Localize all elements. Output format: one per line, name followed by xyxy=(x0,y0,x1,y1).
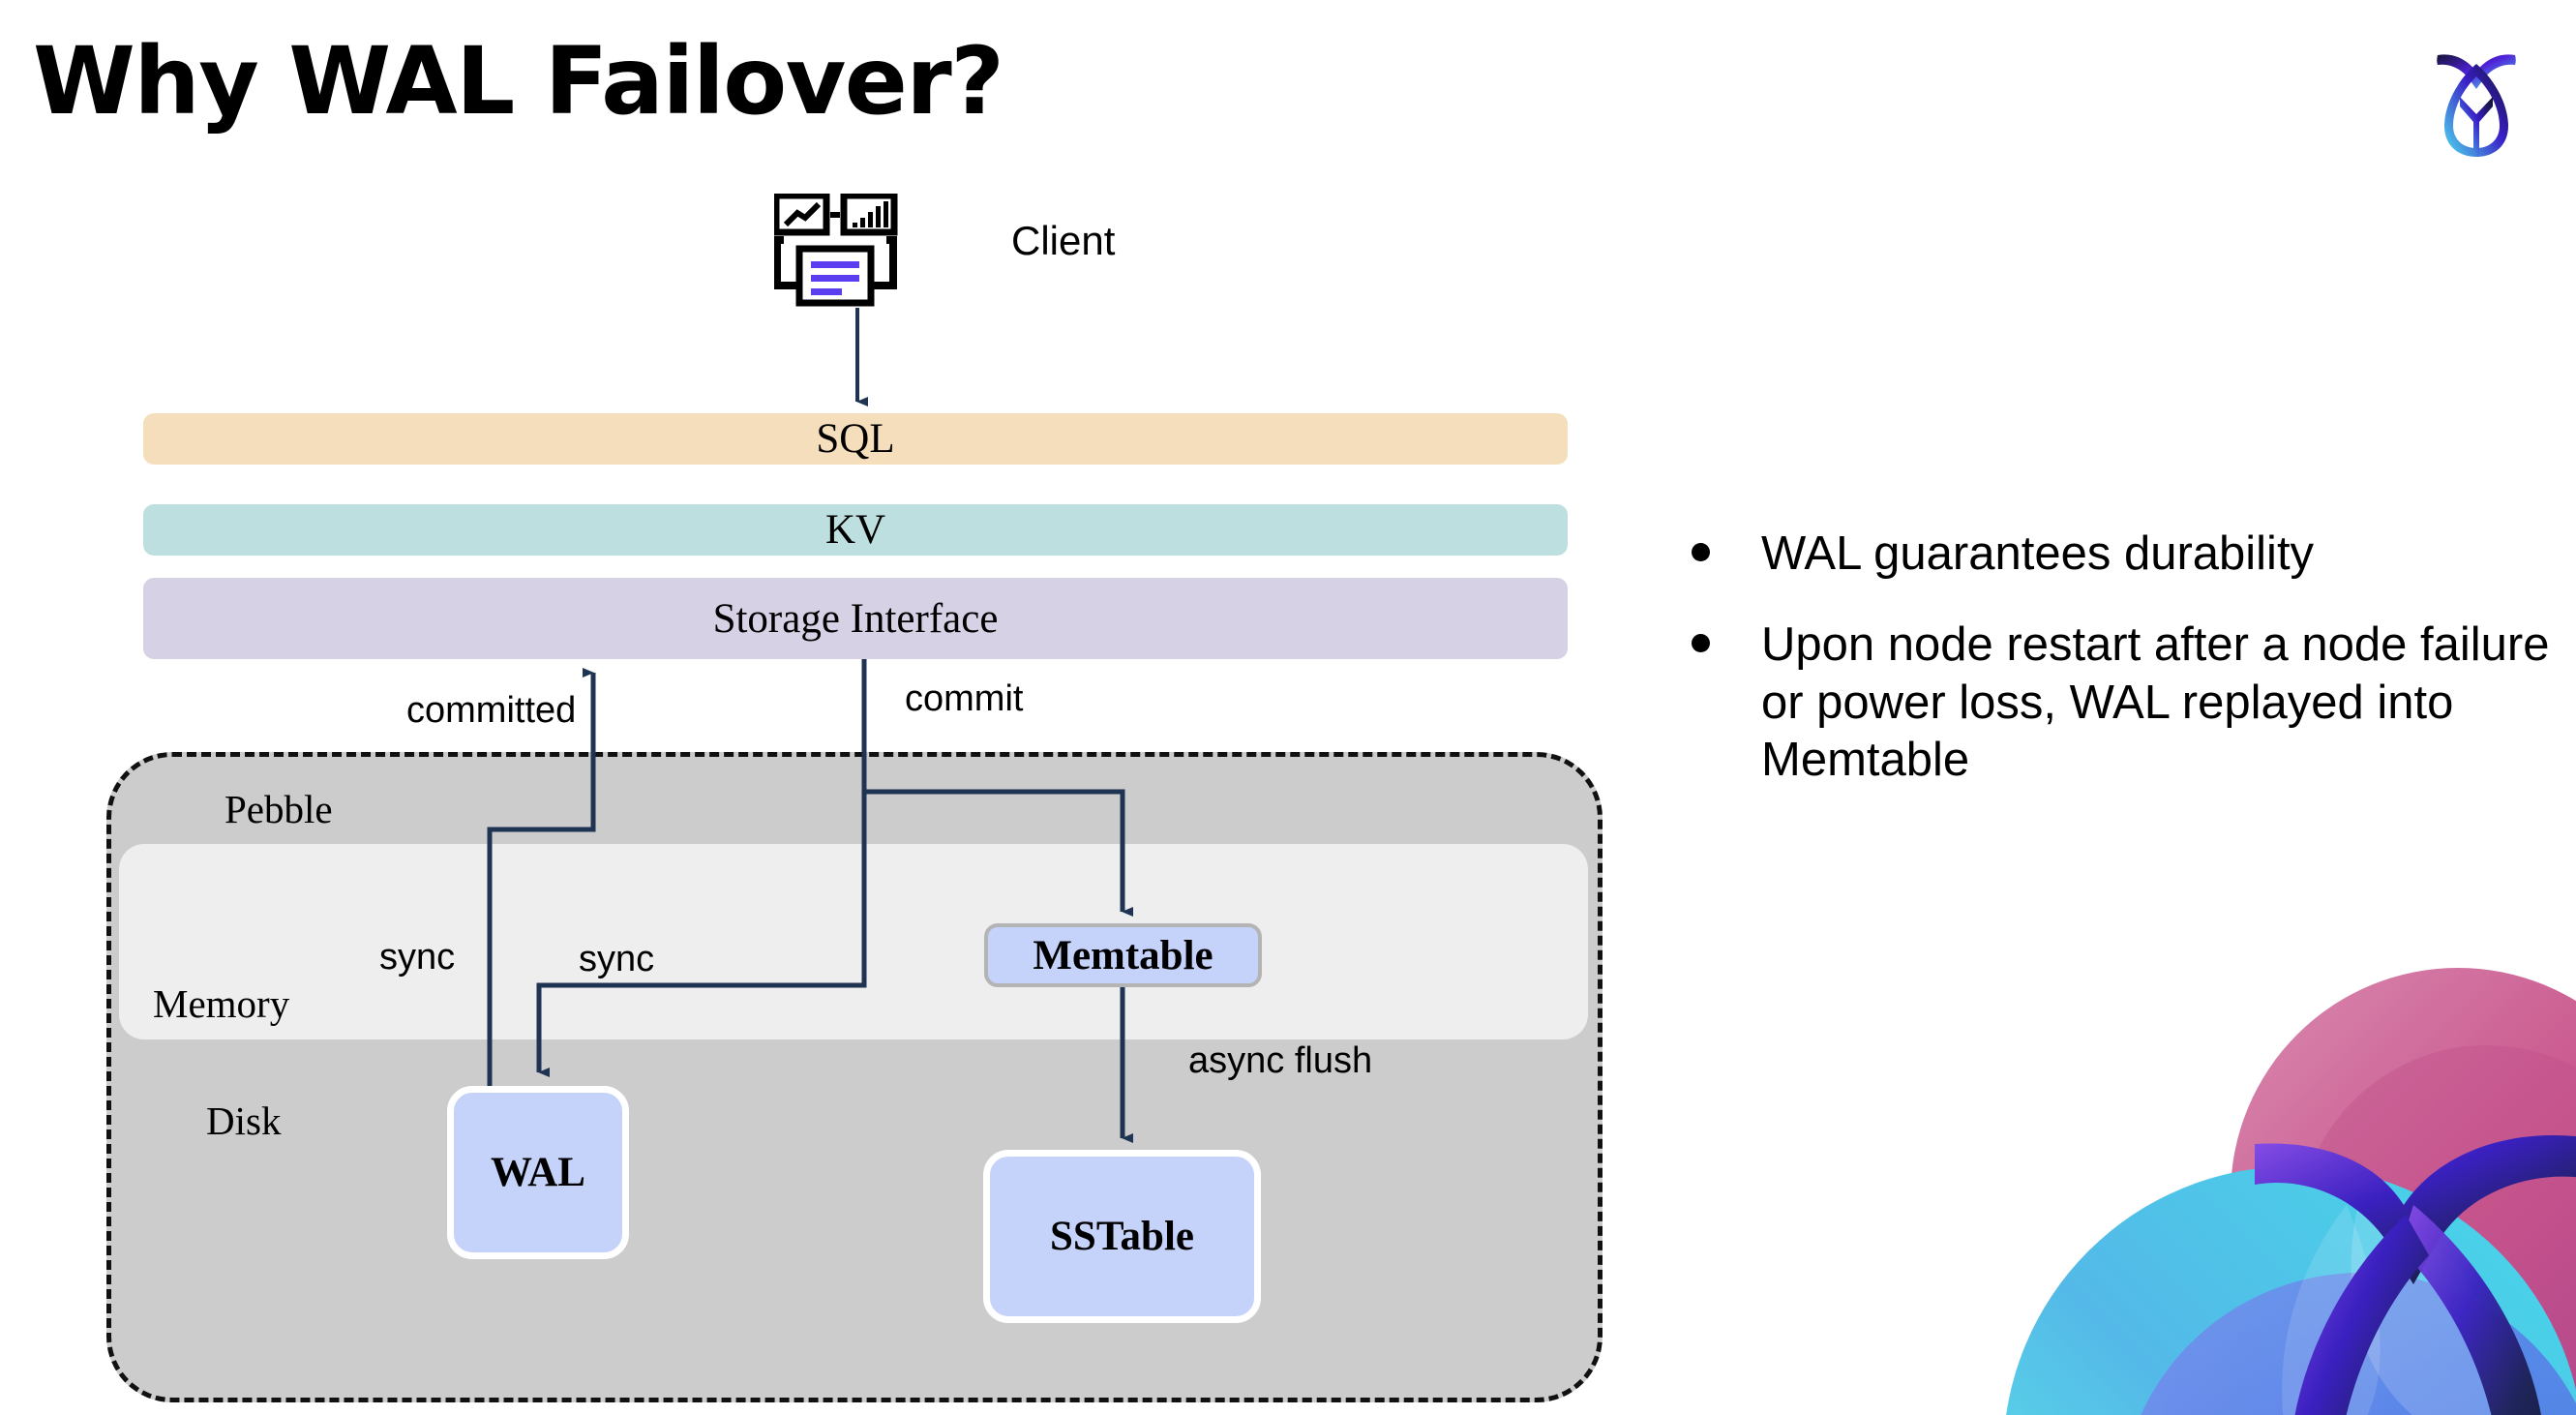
node-label-wal: WAL xyxy=(491,1150,585,1195)
edge-label-async-flush: async flush xyxy=(1188,1040,1373,1081)
pebble-label: Pebble xyxy=(225,787,333,831)
node-memtable: Memtable xyxy=(984,923,1262,987)
memory-label: Memory xyxy=(153,981,290,1026)
layer-bar-sql: SQL xyxy=(143,413,1568,465)
edge-commit-to-wal xyxy=(536,659,867,1077)
edge-label-commit: commit xyxy=(905,678,1024,719)
layer-label-sql: SQL xyxy=(816,416,895,462)
cockroachdb-logo-icon xyxy=(2437,54,2516,157)
node-wal: WAL xyxy=(447,1086,629,1259)
list-item: WAL guarantees durability xyxy=(1692,526,2562,584)
layer-label-kv: KV xyxy=(824,507,886,553)
disk-label: Disk xyxy=(206,1099,282,1143)
node-sstable: SSTable xyxy=(983,1150,1261,1323)
list-item: Upon node restart after a node failure o… xyxy=(1692,617,2562,790)
bullet-dot-icon xyxy=(1692,633,1710,652)
node-label-memtable: Memtable xyxy=(1033,932,1213,978)
client-dashboard-icon xyxy=(774,194,898,307)
memory-band xyxy=(119,844,1588,1039)
layer-bar-storage-interface: Storage Interface xyxy=(143,578,1568,659)
edge-label-committed: committed xyxy=(406,690,577,731)
edge-label-sync-right: sync xyxy=(579,939,655,979)
bullet-text: Upon node restart after a node failure o… xyxy=(1761,617,2550,787)
layer-bar-kv: KV xyxy=(143,504,1568,556)
edge-label-sync-left: sync xyxy=(379,937,456,978)
edge-committed xyxy=(487,668,596,1086)
bullet-dot-icon xyxy=(1692,543,1710,561)
bullet-text: WAL guarantees durability xyxy=(1761,527,2315,580)
page-title: Why WAL Failover? xyxy=(33,27,1004,135)
layer-label-storage-interface: Storage Interface xyxy=(712,595,999,642)
edge-commit-to-memtable xyxy=(864,789,1133,917)
bullet-list: WAL guarantees durability Upon node rest… xyxy=(1692,526,2562,823)
node-label-sstable: SSTable xyxy=(1049,1214,1194,1259)
client-label: Client xyxy=(1011,218,1116,263)
